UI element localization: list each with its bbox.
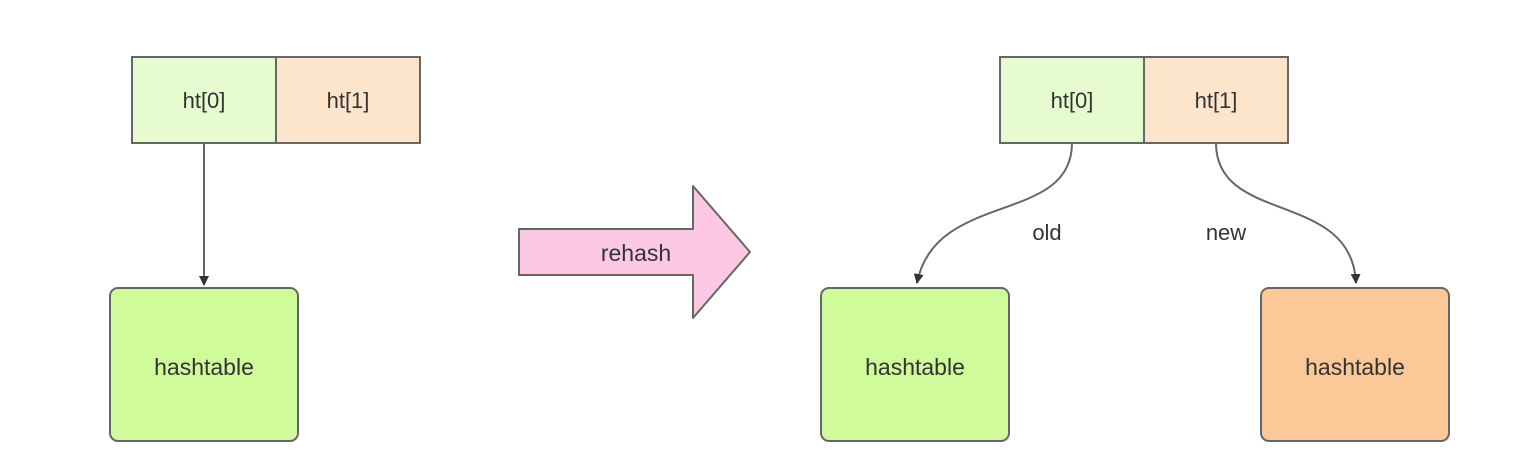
after-new-hashtable-label: hashtable: [1305, 354, 1405, 380]
rehash-arrow: rehash: [518, 185, 751, 319]
after-ht1-cell: [1143, 56, 1289, 144]
new-label: new: [1206, 220, 1246, 245]
rehash-arrow-shape: [518, 185, 751, 319]
after-old-hashtable: hashtable: [820, 287, 1010, 442]
after-new-hashtable: hashtable: [1260, 287, 1450, 442]
before-dict: ht[0] ht[1]: [131, 56, 421, 144]
after-old-hashtable-box: [820, 287, 1010, 442]
after-old-hashtable-label: hashtable: [865, 354, 965, 380]
before-ht1-label: ht[1]: [327, 88, 370, 113]
before-hashtable: hashtable: [109, 287, 299, 442]
rehash-label: rehash: [601, 240, 671, 266]
after-ht1-label: ht[1]: [1195, 88, 1238, 113]
before-ht0-cell: [131, 56, 277, 144]
after-new-hashtable-box: [1260, 287, 1450, 442]
old-pointer-arrow: [913, 142, 1073, 284]
before-ht1-cell: [275, 56, 421, 144]
before-hashtable-label: hashtable: [154, 354, 254, 380]
old-label: old: [1032, 220, 1061, 245]
after-ht0-label: ht[0]: [1051, 88, 1094, 113]
before-ht0-label: ht[0]: [183, 88, 226, 113]
after-dict: ht[0] ht[1]: [999, 56, 1289, 144]
before-hashtable-box: [109, 287, 299, 442]
new-pointer-arrow: [1215, 142, 1361, 284]
